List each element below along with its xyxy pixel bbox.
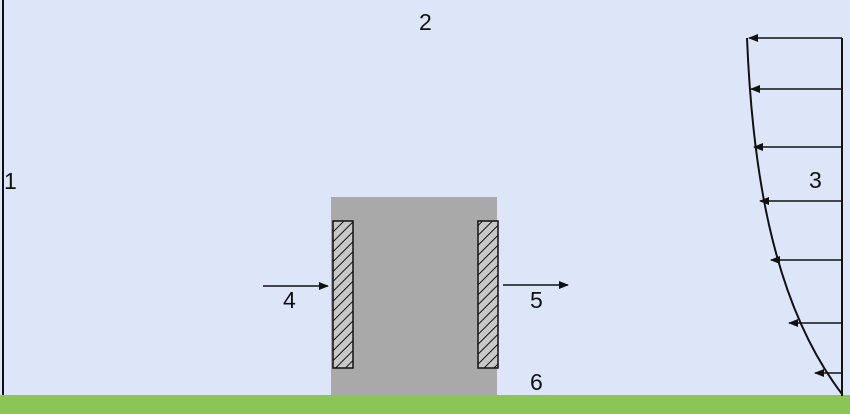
building-block [331,197,497,395]
outlet-opening [477,220,499,369]
label-1: 1 [4,168,17,194]
label-2: 2 [419,9,432,35]
velocity-profile-arrows [748,34,842,377]
label-3: 3 [809,167,822,193]
inlet-opening [332,220,354,369]
velocity-profile-curve [746,37,843,395]
ground-strip [0,395,850,414]
label-5: 5 [530,287,543,313]
label-4: 4 [283,287,296,313]
label-6: 6 [530,369,543,395]
